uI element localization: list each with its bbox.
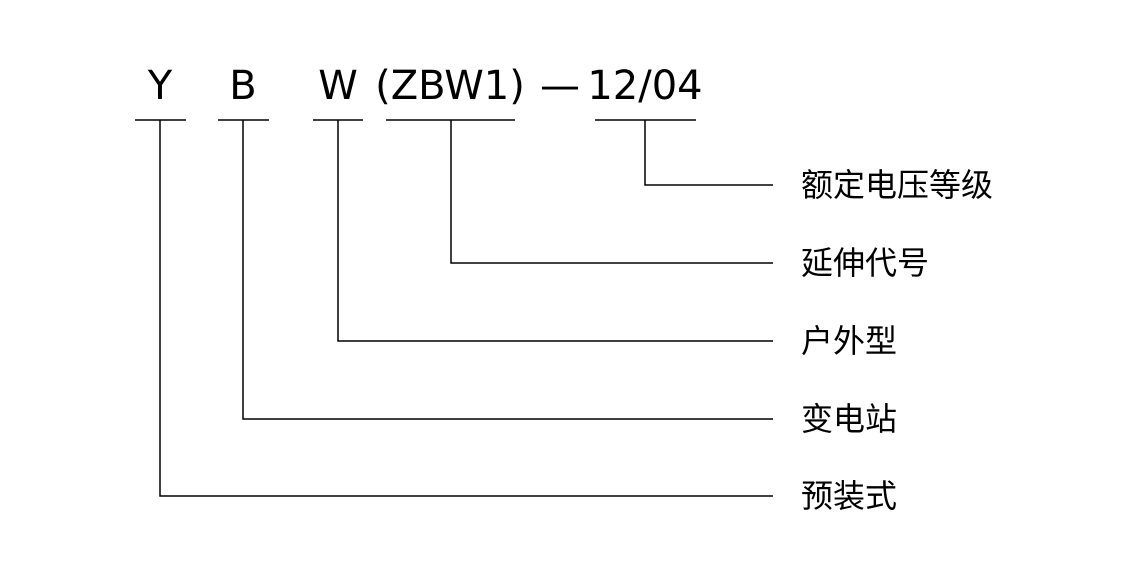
code-extension: (ZBW1)	[375, 63, 525, 109]
label-prefabricated: 预装式	[801, 477, 897, 515]
leader-y	[159, 120, 773, 497]
label-outdoor-type: 户外型	[801, 322, 897, 360]
label-voltage-rating: 额定电压等级	[801, 166, 993, 204]
code-rating: 12/04	[587, 63, 702, 109]
label-substation: 变电站	[801, 400, 897, 438]
leader-rating	[644, 120, 773, 186]
code-y: Y	[147, 63, 173, 109]
label-extension-code: 延伸代号	[801, 244, 929, 282]
code-w: W	[318, 63, 358, 109]
code-b: B	[229, 63, 256, 109]
leader-extension	[450, 120, 773, 264]
code-dash: —	[540, 63, 580, 109]
leader-b	[242, 120, 773, 420]
leader-w	[337, 120, 773, 342]
